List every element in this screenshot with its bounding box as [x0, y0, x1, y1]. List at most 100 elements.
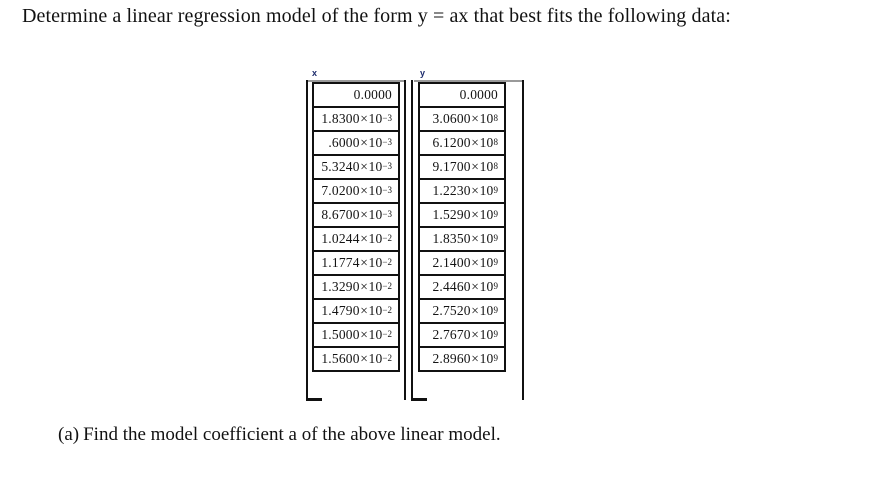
multiplication-sign: × [471, 279, 480, 294]
multiplication-sign: × [471, 183, 480, 198]
multiplication-sign: × [360, 231, 369, 246]
column-header-x: x [312, 68, 318, 78]
cell-base: 10 [479, 111, 494, 126]
cell-mantissa: 1.0244 [321, 231, 360, 246]
table-frame-bar-left-x [306, 80, 308, 400]
cell-mantissa: 2.8960 [432, 351, 471, 366]
table-cell-x: 5.3240×10−3 [312, 154, 400, 180]
cell-base: 10 [479, 231, 494, 246]
prompt-paragraph: Determine a linear regression model of t… [22, 5, 731, 27]
multiplication-sign: × [360, 111, 369, 126]
cell-mantissa: 3.0600 [432, 111, 471, 126]
cell-base: 10 [479, 255, 494, 270]
cell-base: 10 [368, 303, 383, 318]
cell-mantissa: 2.1400 [432, 255, 471, 270]
multiplication-sign: × [471, 159, 480, 174]
cell-mantissa: 1.8300 [321, 111, 360, 126]
multiplication-sign: × [471, 231, 480, 246]
cell-base: 10 [368, 351, 383, 366]
table-cell-x: .6000×10−3 [312, 130, 400, 156]
cell-mantissa: 2.7520 [432, 303, 471, 318]
table-cell-x: 1.0244×10−2 [312, 226, 400, 252]
cell-mantissa: .6000 [328, 135, 360, 150]
multiplication-sign: × [471, 135, 480, 150]
cell-mantissa: 1.8350 [432, 231, 471, 246]
table-cell-x: 1.8300×10−3 [312, 106, 400, 132]
cell-mantissa: 1.1774 [321, 255, 360, 270]
multiplication-sign: × [360, 255, 369, 270]
table-cell-y: 0.0000 [418, 82, 506, 108]
question-a-marker: (a) [58, 424, 80, 445]
cell-mantissa: 0.0000 [459, 87, 498, 102]
cell-base: 10 [479, 159, 494, 174]
table-frame-bar-left-y [411, 80, 413, 400]
table-foot-tick-x [306, 398, 322, 401]
multiplication-sign: × [360, 279, 369, 294]
cell-mantissa: 5.3240 [321, 159, 360, 174]
table-foot-tick-y [411, 398, 427, 401]
multiplication-sign: × [471, 303, 480, 318]
cell-base: 10 [368, 255, 383, 270]
table-cell-x: 1.5000×10−2 [312, 322, 400, 348]
table-frame-bar-right-y [522, 80, 524, 400]
header-rule-y [414, 80, 524, 82]
cell-mantissa: 9.1700 [432, 159, 471, 174]
cell-mantissa: 1.5000 [321, 327, 360, 342]
cell-base: 10 [368, 183, 383, 198]
cell-mantissa: 1.5600 [321, 351, 360, 366]
question-a: (a)Find the model coefficient a of the a… [58, 422, 501, 448]
multiplication-sign: × [360, 351, 369, 366]
cell-base: 10 [479, 207, 494, 222]
cell-base: 10 [479, 351, 494, 366]
cell-base: 10 [479, 135, 494, 150]
cell-base: 10 [479, 279, 494, 294]
table-cell-x: 1.5600×10−2 [312, 346, 400, 372]
table-column-headers: x y [303, 68, 531, 82]
cell-mantissa: 2.7670 [432, 327, 471, 342]
table-cell-x: 1.3290×10−2 [312, 274, 400, 300]
cell-base: 10 [368, 327, 383, 342]
cell-base: 10 [368, 159, 383, 174]
table-cell-x: 1.1774×10−2 [312, 250, 400, 276]
cell-base: 10 [368, 135, 383, 150]
cell-mantissa: 0.0000 [353, 87, 392, 102]
multiplication-sign: × [360, 327, 369, 342]
question-a-text: Find the model coefficient a of the abov… [83, 424, 501, 445]
column-header-y: y [420, 68, 426, 78]
multiplication-sign: × [471, 111, 480, 126]
table-frame-bar-right-x [404, 80, 406, 400]
multiplication-sign: × [471, 327, 480, 342]
table-cell-x: 0.0000 [312, 82, 400, 108]
multiplication-sign: × [471, 351, 480, 366]
cell-mantissa: 1.3290 [321, 279, 360, 294]
cell-mantissa: 1.4790 [321, 303, 360, 318]
cell-mantissa: 7.0200 [321, 183, 360, 198]
multiplication-sign: × [360, 207, 369, 222]
table-cell-x: 8.6700×10−3 [312, 202, 400, 228]
cell-base: 10 [479, 327, 494, 342]
cell-mantissa: 6.1200 [432, 135, 471, 150]
cell-base: 10 [368, 231, 383, 246]
multiplication-sign: × [360, 159, 369, 174]
cell-base: 10 [479, 183, 494, 198]
cell-mantissa: 8.6700 [321, 207, 360, 222]
multiplication-sign: × [360, 303, 369, 318]
table-cell-x: 1.4790×10−2 [312, 298, 400, 324]
cell-mantissa: 2.4460 [432, 279, 471, 294]
multiplication-sign: × [471, 207, 480, 222]
multiplication-sign: × [360, 183, 369, 198]
header-rule-x [306, 80, 404, 82]
cell-base: 10 [368, 111, 383, 126]
